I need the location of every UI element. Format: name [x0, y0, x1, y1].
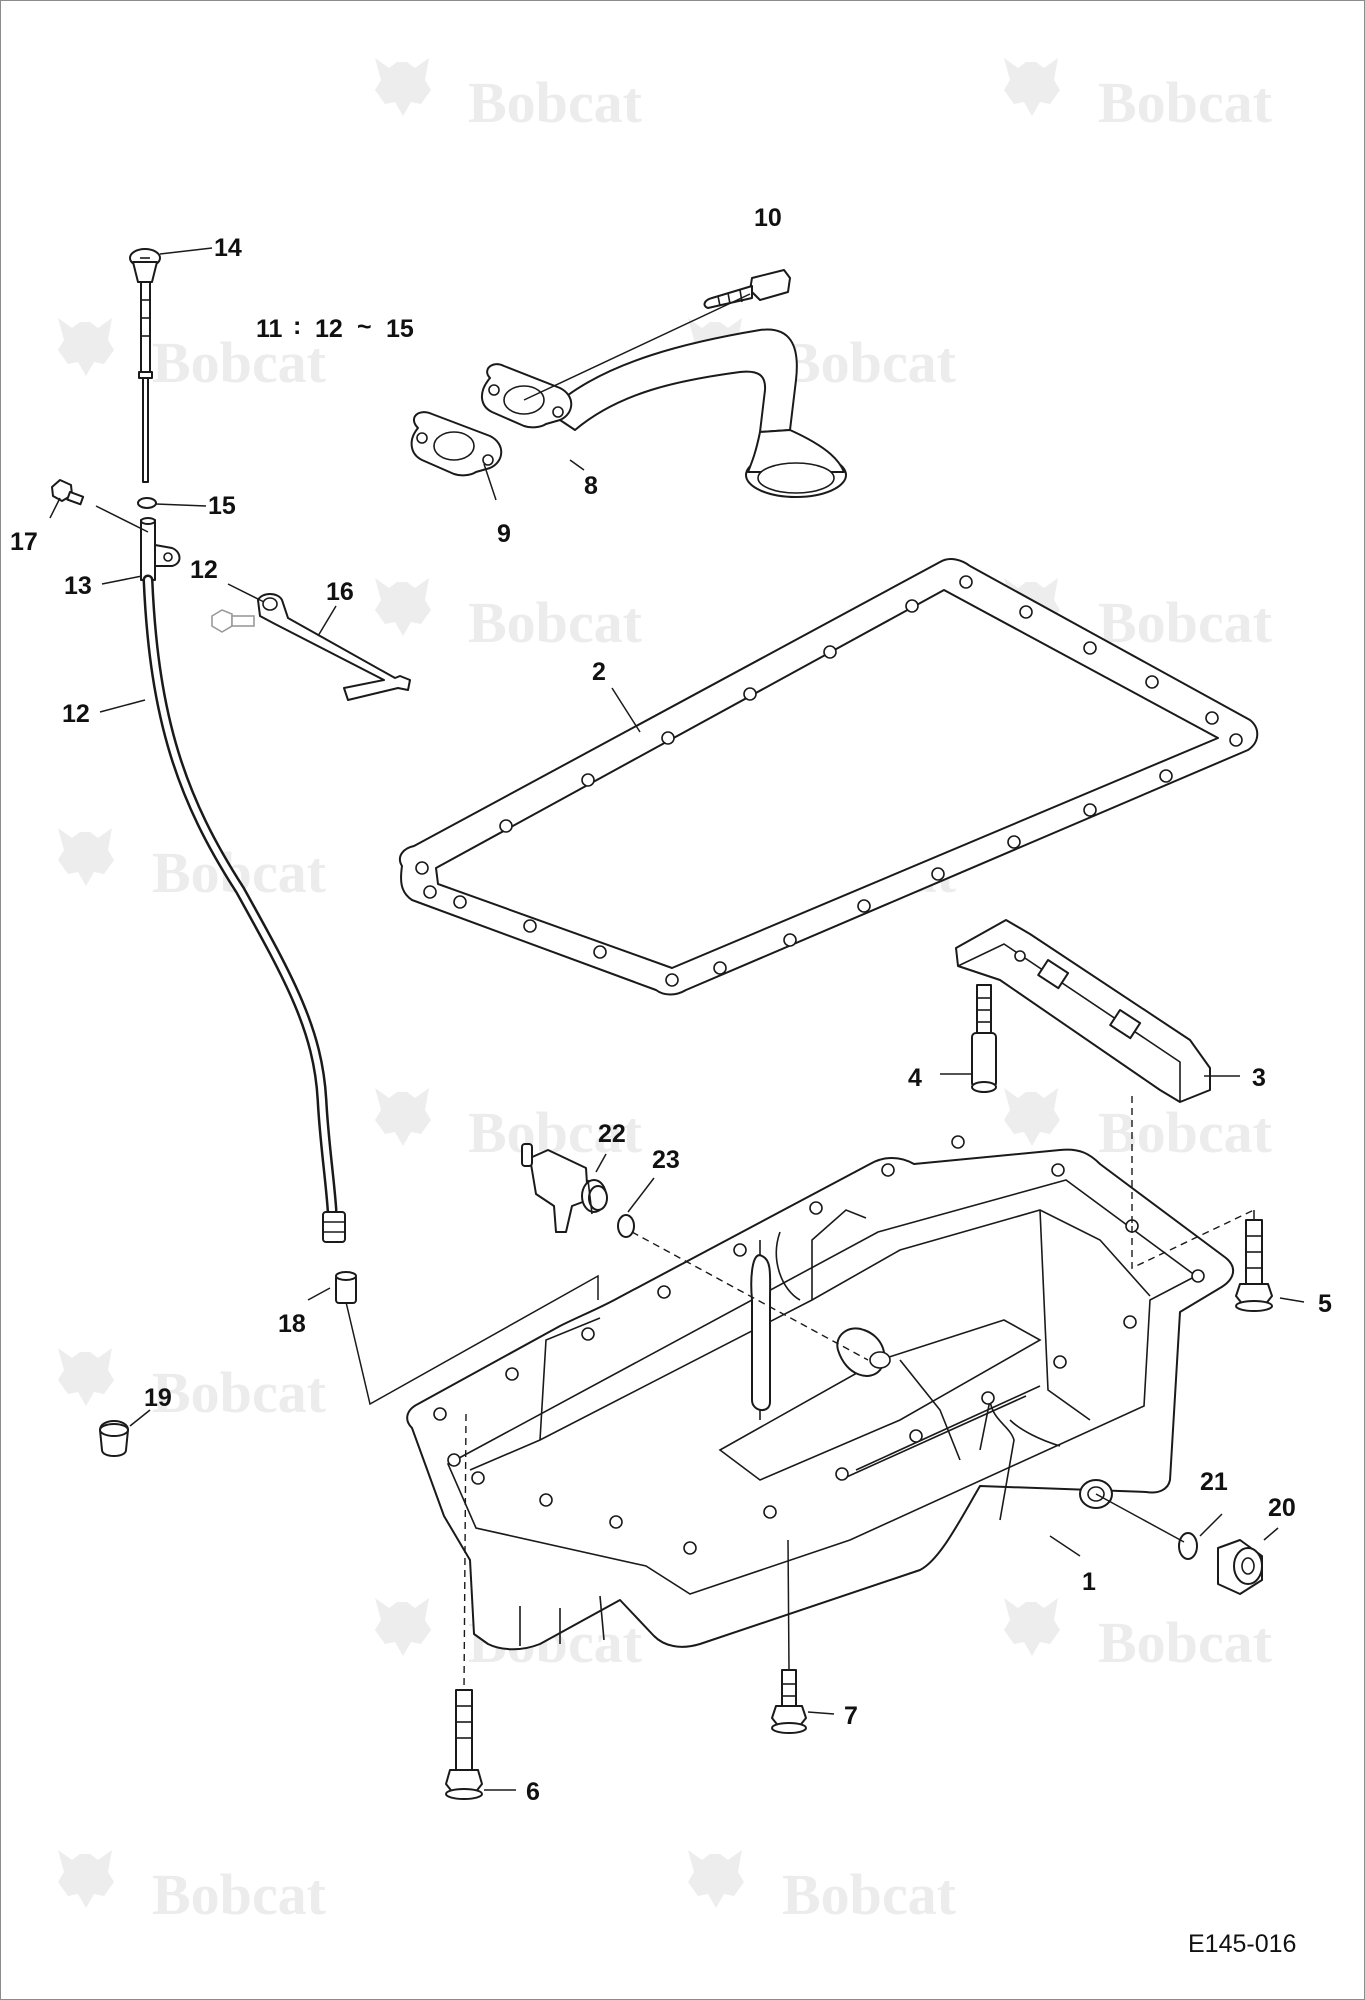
part-9-flange-gasket	[410, 411, 503, 477]
watermark-text: Bobcat	[152, 1360, 327, 1425]
part-23-o-ring	[617, 1214, 635, 1238]
callout-16: 16	[326, 578, 354, 606]
assembly-lines	[345, 293, 1255, 1691]
watermark-text: Bobcat	[1098, 1610, 1273, 1675]
callout-23: 23	[652, 1146, 680, 1174]
part-19-plug	[99, 1420, 129, 1457]
callout-21: 21	[1200, 1468, 1228, 1496]
callout-22: 22	[598, 1120, 626, 1148]
part-20-drain-plug	[1217, 1539, 1263, 1595]
formula-range-sign: ~	[357, 313, 372, 341]
part-16-bracket	[211, 593, 411, 701]
callout-7: 7	[844, 1702, 858, 1730]
watermark: Bobcat	[58, 318, 327, 395]
drawing-id: E145-016	[1188, 1930, 1296, 1958]
part-5-flange-bolt	[1235, 1219, 1273, 1312]
callout-10: 10	[754, 204, 782, 232]
callout-9: 9	[497, 520, 511, 548]
callout-14: 14	[214, 234, 242, 262]
callout-13: 13	[64, 572, 92, 600]
watermark-text: Bobcat	[468, 70, 643, 135]
watermark: Bobcat	[688, 318, 957, 395]
watermark: Bobcat	[375, 578, 643, 655]
callout-12-tube: 12	[62, 700, 90, 728]
watermark: Bobcat	[58, 828, 327, 905]
watermark-text: Bobcat	[152, 1862, 327, 1927]
gasket-bolt-holes	[415, 575, 1243, 987]
callout-18: 18	[278, 1310, 306, 1338]
callout-5: 5	[1318, 1290, 1332, 1318]
part-14-dipstick	[129, 248, 161, 483]
part-17-bolt	[51, 479, 85, 506]
part-18-sleeve	[335, 1271, 357, 1304]
watermark: Bobcat	[1004, 1598, 1273, 1675]
callout-17: 17	[10, 528, 38, 556]
callout-2: 2	[592, 658, 606, 686]
part-6-long-bolt	[445, 1689, 483, 1800]
formula-assembly-number: 11	[256, 315, 283, 343]
callout-3: 3	[1252, 1064, 1266, 1092]
callout-1: 1	[1082, 1568, 1096, 1596]
formula-range-end: 15	[386, 315, 414, 343]
callout-labels: 1 2 3 4 5 6 7 8 9 10 12 12 13 14 15 16 1…	[10, 204, 1332, 1806]
watermark: Bobcat	[688, 1850, 957, 1927]
callout-20: 20	[1268, 1494, 1296, 1522]
formula-separator: :	[293, 312, 301, 340]
part-3-stiffener-plate	[955, 919, 1211, 1103]
watermark-text: Bobcat	[1098, 590, 1273, 655]
part-8-oil-suction-pipe	[481, 328, 847, 498]
bracket-bolt-ghost	[211, 609, 255, 633]
part-7-bolt	[771, 1669, 807, 1734]
watermark-text: Bobcat	[152, 330, 327, 395]
watermark: Bobcat	[58, 1348, 327, 1425]
watermark: Bobcat	[375, 58, 643, 135]
part-1-oil-pan	[406, 1135, 1235, 1651]
watermark: Bobcat	[1004, 1088, 1273, 1165]
watermark-text: Bobcat	[782, 1862, 957, 1927]
formula-range-start: 12	[315, 315, 343, 343]
part-15-o-ring	[137, 497, 157, 509]
part-22-piston-cooling-fitting	[521, 1143, 608, 1233]
watermark-text: Bobcat	[1098, 70, 1273, 135]
callout-12-bracket: 12	[190, 556, 218, 584]
watermark-text: Bobcat	[468, 590, 643, 655]
callout-8: 8	[584, 472, 598, 500]
watermark: Bobcat	[1004, 58, 1273, 135]
part-12-guide-tube	[142, 574, 346, 1243]
callout-19: 19	[144, 1384, 172, 1412]
watermark-text: Bobcat	[1098, 1100, 1273, 1165]
part-13-tube-head	[140, 517, 181, 581]
part-2-oil-pan-gasket	[398, 558, 1259, 996]
callout-15: 15	[208, 492, 236, 520]
assembly-formula: 11 : 12 ~ 15	[256, 312, 414, 343]
part-4-socket-bolt	[971, 984, 997, 1093]
watermark: Bobcat	[58, 1850, 327, 1927]
pan-bolt-holes	[433, 1135, 1205, 1555]
part-21-washer	[1178, 1532, 1198, 1560]
watermark-text: Bobcat	[782, 330, 957, 395]
watermark: Bobcat	[1004, 578, 1273, 655]
callout-leaders	[49, 247, 1305, 1791]
callout-4: 4	[908, 1064, 922, 1092]
part-10-bolt	[703, 269, 791, 309]
callout-6: 6	[526, 1778, 540, 1806]
